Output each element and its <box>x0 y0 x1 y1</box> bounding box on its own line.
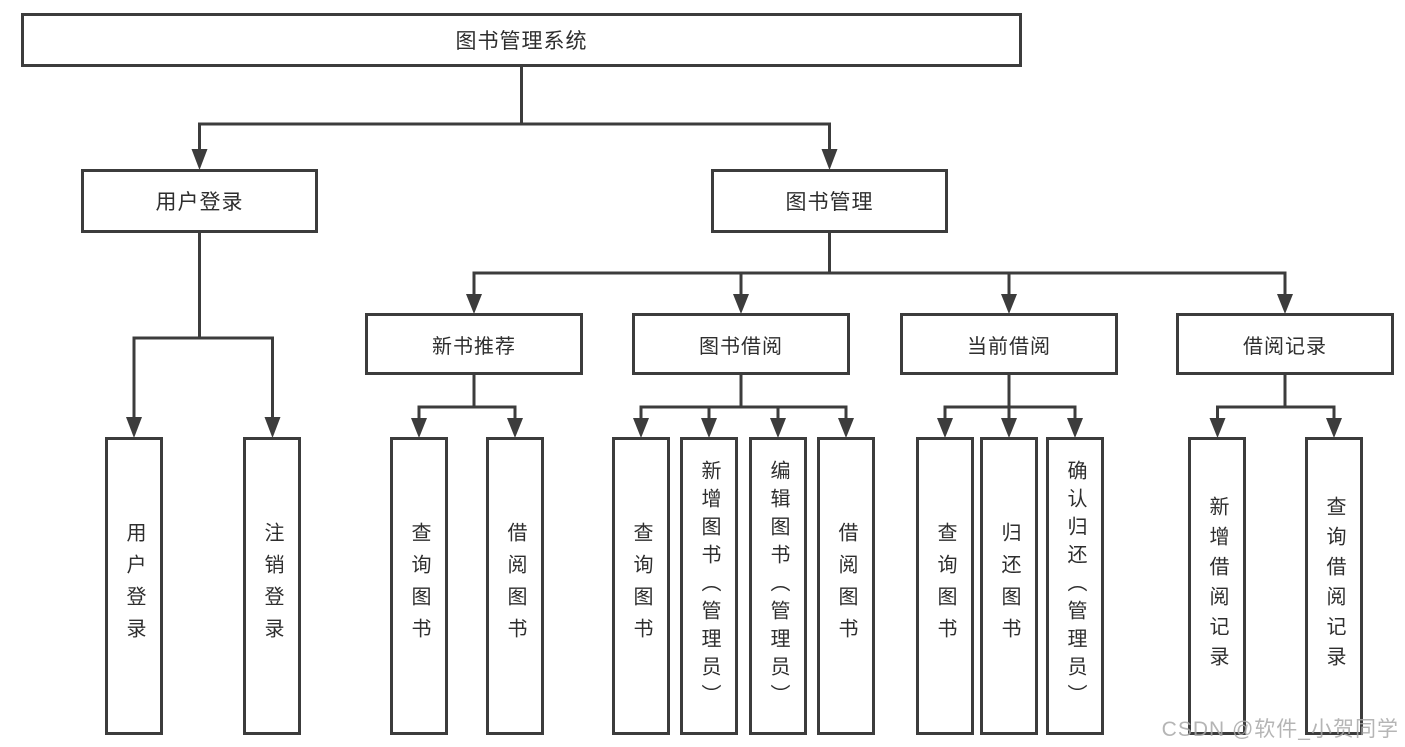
leaf-nb-borrow-books: 借阅图书 <box>486 437 544 735</box>
leaf-label: 归还图书 <box>998 522 1020 650</box>
node-book-borrowing: 图书借阅 <box>632 313 850 375</box>
leaf-bw-add-books-admin: 新增图书（管理员） <box>680 437 738 735</box>
leaf-cb-return-books: 归还图书 <box>980 437 1038 735</box>
csdn-watermark: CSDN @软件_小贺同学 <box>1161 718 1399 741</box>
leaf-nb-query-books: 查询图书 <box>390 437 448 735</box>
leaf-bw-borrow-books: 借阅图书 <box>817 437 875 735</box>
leaf-rc-query-borrow-record: 查询借阅记录 <box>1305 437 1363 735</box>
leaf-cb-query-books: 查询图书 <box>916 437 974 735</box>
leaf-label: 新增图书（管理员） <box>698 460 720 712</box>
leaf-label: 确认归还（管理员） <box>1064 460 1086 712</box>
leaf-label: 借阅图书 <box>835 522 857 650</box>
leaf-bw-query-books: 查询图书 <box>612 437 670 735</box>
leaf-label: 查询图书 <box>630 522 652 650</box>
leaf-label: 编辑图书（管理员） <box>767 460 789 712</box>
leaf-label: 查询借阅记录 <box>1323 496 1345 676</box>
node-borrowing-records: 借阅记录 <box>1176 313 1394 375</box>
leaf-bw-edit-books-admin: 编辑图书（管理员） <box>749 437 807 735</box>
leaf-cb-confirm-return-admin: 确认归还（管理员） <box>1046 437 1104 735</box>
leaf-label: 查询图书 <box>934 522 956 650</box>
leaf-logout: 注销登录 <box>243 437 301 735</box>
leaf-label: 用户登录 <box>123 522 145 650</box>
leaf-label: 查询图书 <box>408 522 430 650</box>
leaf-label: 注销登录 <box>261 522 283 650</box>
node-current-borrowing: 当前借阅 <box>900 313 1118 375</box>
leaf-rc-add-borrow-record: 新增借阅记录 <box>1188 437 1246 735</box>
leaf-label: 新增借阅记录 <box>1206 496 1228 676</box>
node-new-book-recommend: 新书推荐 <box>365 313 583 375</box>
leaf-label: 借阅图书 <box>504 522 526 650</box>
node-system-root: 图书管理系统 <box>21 13 1022 67</box>
leaf-user-login: 用户登录 <box>105 437 163 735</box>
node-user-login: 用户登录 <box>81 169 318 233</box>
node-book-management: 图书管理 <box>711 169 948 233</box>
